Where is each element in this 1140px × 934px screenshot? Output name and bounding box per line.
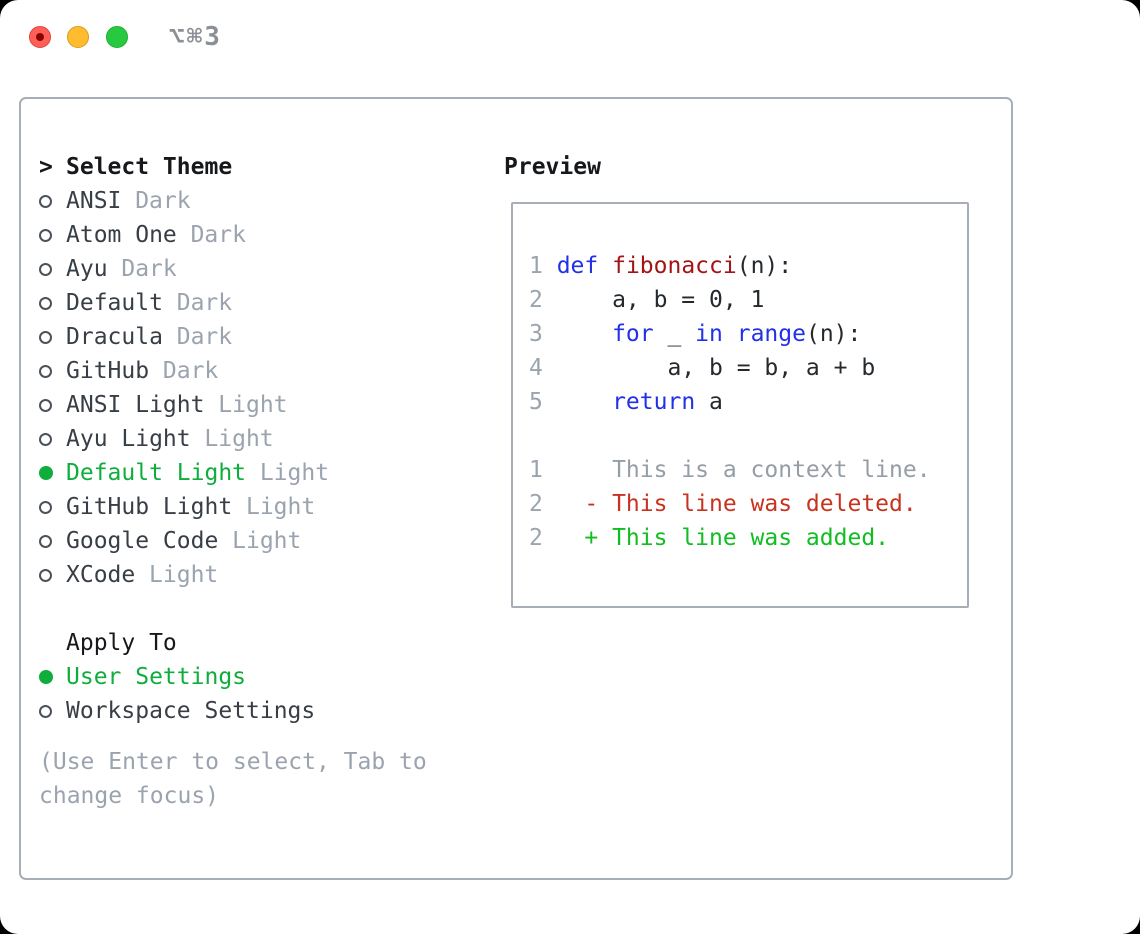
code-line-9: 2 + This line was added. [529,525,890,551]
theme-option-default-light[interactable]: Default Light Light [39,456,479,490]
theme-variant-label: Light [204,426,274,452]
line-number: 4 [529,355,557,381]
radio-unselected-icon [39,330,52,344]
minimize-button[interactable] [67,26,89,48]
radio-unselected-icon [39,296,52,310]
option-label: Default [66,290,163,316]
apply-to-header: Apply To [39,626,479,660]
option-label: Workspace Settings [66,698,316,724]
spacer [39,592,479,626]
theme-option-github[interactable]: GitHub Dark [39,354,479,388]
select-theme-header: > Select Theme [39,150,479,184]
theme-option-github-light[interactable]: GitHub Light Light [39,490,479,524]
code-line-8: 2 - This line was deleted. [529,491,917,517]
theme-variant-label: Light [245,494,316,520]
radio-unselected-icon [39,568,52,582]
theme-variant-label: Dark [176,324,233,350]
theme-option-ayu[interactable]: Ayu Dark [39,252,479,286]
line-number: 1 [529,253,557,279]
option-label: Atom One [66,222,177,248]
code-line-3: 3 for _ in range(n): [529,321,862,347]
code-line-2: 2 a, b = 0, 1 [529,287,765,313]
select-theme-title: Select Theme [66,154,233,180]
theme-variant-label: Dark [176,290,233,316]
apply-option-workspace-settings[interactable]: Workspace Settings [39,694,479,728]
radio-unselected-icon [39,432,52,446]
theme-option-ayu-light[interactable]: Ayu Light Light [39,422,479,456]
theme-variant-label: Dark [162,358,219,384]
radio-unselected-icon [39,500,52,514]
keyboard-hint: (Use Enter to select, Tab to change focu… [39,749,427,809]
code-line-4: 4 a, b = b, a + b [529,355,876,381]
option-label: User Settings [66,664,247,690]
option-label: Default Light [66,460,247,486]
unsaved-indicator-dot [36,33,44,41]
radio-unselected-icon [39,704,52,718]
theme-option-ansi-light[interactable]: ANSI Light Light [39,388,479,422]
code-line-5: 5 return a [529,389,723,415]
preview-pane: 1 def fibonacci(n): 2 a, b = 0, 1 3 for _ … [511,202,969,608]
line-number [529,423,557,449]
theme-option-ansi[interactable]: ANSI Dark [39,184,479,218]
radio-unselected-icon [39,262,52,276]
radio-selected-icon [39,466,53,480]
theme-variant-label: Light [259,460,330,486]
theme-variant-label: Light [218,392,288,418]
option-label: Ayu [66,256,108,282]
theme-variant-label: Dark [190,222,246,248]
theme-variant-label: Dark [135,188,191,214]
radio-unselected-icon [39,364,52,378]
line-number: 2 [529,491,557,517]
radio-unselected-icon [39,194,52,208]
prompt-caret-icon: > [39,154,53,180]
radio-unselected-icon [39,398,52,412]
theme-option-xcode[interactable]: XCode Light [39,558,479,592]
zoom-button[interactable] [106,26,128,48]
apply-to-title: Apply To [66,630,177,656]
line-number: 5 [529,389,557,415]
theme-variant-label: Light [149,562,219,588]
theme-option-dracula[interactable]: Dracula Dark [39,320,479,354]
radio-unselected-icon [39,534,52,548]
theme-option-google-code[interactable]: Google Code Light [39,524,479,558]
option-label: GitHub [66,358,150,384]
theme-option-atom-one[interactable]: Atom One Dark [39,218,479,252]
preview-title: Preview [504,154,601,180]
option-label: Ayu Light [66,426,191,452]
line-number: 2 [529,287,557,313]
option-label: GitHub Light [66,494,233,520]
option-label: Dracula [66,324,163,350]
theme-variant-label: Dark [121,256,177,282]
line-number: 3 [529,321,557,347]
titlebar: ⌥⌘3 [0,0,1140,97]
close-button[interactable] [29,26,51,48]
radio-unselected-icon [39,228,52,242]
apply-option-user-settings[interactable]: User Settings [39,660,479,694]
option-label: XCode [66,562,136,588]
theme-option-default[interactable]: Default Dark [39,286,479,320]
theme-variant-label: Light [232,528,302,554]
option-label: ANSI Light [66,392,205,418]
code-line-6 [529,423,967,457]
option-label: ANSI [66,188,122,214]
line-number: 1 [529,457,557,483]
window-shortcut-label: ⌥⌘3 [169,22,222,52]
option-label: Google Code [66,528,219,554]
code-line-1: 1 def fibonacci(n): [529,253,793,279]
code-line-7: 1 This is a context line. [529,457,931,483]
line-number: 2 [529,525,557,551]
radio-selected-icon [39,670,53,684]
